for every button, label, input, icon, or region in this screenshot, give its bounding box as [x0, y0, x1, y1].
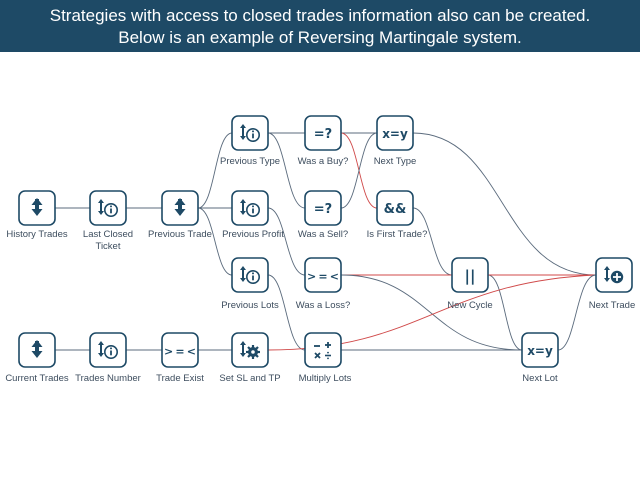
equals-question-icon: =?: [314, 202, 332, 217]
edge: [197, 132, 233, 209]
node-was-a-loss[interactable]: > = < Was a Loss?: [296, 257, 351, 311]
edge: [340, 132, 378, 209]
compare-icon: > = <: [307, 270, 339, 283]
node-label: Multiply Lots: [299, 373, 352, 384]
node-previous-profit[interactable]: Previous Profit: [222, 190, 284, 240]
node-label: Was a Sell?: [298, 229, 348, 240]
node-history-trades[interactable]: History Trades: [6, 190, 68, 240]
node-label: Previous Type: [220, 156, 280, 167]
node-last-closed-ticket[interactable]: Last Closed Ticket: [83, 190, 133, 252]
edge: [557, 274, 597, 351]
node-new-cycle[interactable]: || New Cycle: [447, 257, 493, 311]
edge: [340, 274, 523, 351]
node-label: Was a Buy?: [298, 156, 349, 167]
node-label: Ticket: [96, 241, 121, 252]
edge: [412, 132, 597, 276]
assign-icon: x=y: [527, 344, 553, 358]
logical-and-icon: &&: [384, 202, 407, 217]
edge: [267, 274, 306, 351]
edge: [412, 207, 453, 276]
banner-line-2: Below is an example of Reversing Marting…: [118, 28, 522, 47]
node-previous-trade[interactable]: Previous Trade: [148, 190, 212, 240]
equals-question-icon: =?: [314, 127, 332, 142]
node-label: Current Trades: [5, 373, 69, 384]
node-trades-number[interactable]: Trades Number: [75, 332, 141, 384]
banner-line-1: Strategies with access to closed trades …: [49, 6, 591, 25]
node-was-a-sell[interactable]: =? Was a Sell?: [298, 190, 348, 240]
node-label: Last Closed: [83, 229, 133, 240]
header-banner: Strategies with access to closed trades …: [0, 0, 640, 52]
edges: [55, 132, 597, 351]
node-label: Trades Number: [75, 373, 141, 384]
node-label: Next Trade: [589, 300, 635, 311]
node-label: Set SL and TP: [219, 373, 280, 384]
node-previous-lots[interactable]: Previous Lots: [221, 257, 279, 311]
node-previous-type[interactable]: Previous Type: [220, 115, 280, 167]
node-multiply-lots[interactable]: Multiply Lots: [299, 332, 352, 384]
node-label: Next Type: [374, 156, 417, 167]
assign-icon: x=y: [382, 127, 408, 141]
node-label: New Cycle: [447, 300, 492, 311]
edge: [267, 132, 306, 209]
node-label: Previous Profit: [222, 229, 284, 240]
node-trade-exist[interactable]: > = < Trade Exist: [156, 332, 204, 384]
node-next-lot[interactable]: x=y Next Lot: [521, 332, 559, 384]
compare-icon: > = <: [164, 345, 196, 358]
node-current-trades[interactable]: Current Trades: [5, 332, 69, 384]
node-label: Next Lot: [522, 373, 558, 384]
edge: [197, 207, 233, 276]
logical-or-icon: ||: [465, 267, 476, 286]
node-label: Was a Loss?: [296, 300, 351, 311]
edge: [487, 274, 523, 351]
node-set-sl-tp[interactable]: Set SL and TP: [219, 332, 281, 384]
node-label: Previous Lots: [221, 300, 279, 311]
node-is-first-trade[interactable]: && Is First Trade?: [367, 190, 428, 240]
node-next-type[interactable]: x=y Next Type: [374, 115, 417, 167]
edge: [267, 207, 306, 276]
node-was-a-buy[interactable]: =? Was a Buy?: [298, 115, 349, 167]
node-label: Trade Exist: [156, 373, 204, 384]
node-label: History Trades: [6, 229, 67, 240]
node-label: Is First Trade?: [367, 229, 428, 240]
node-label: Previous Trade: [148, 229, 212, 240]
node-next-trade[interactable]: Next Trade: [589, 257, 635, 311]
